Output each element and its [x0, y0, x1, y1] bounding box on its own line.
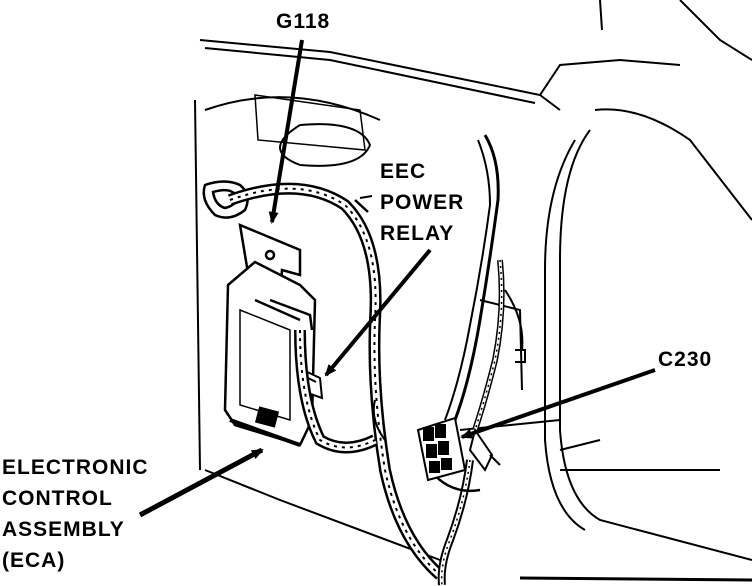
g118-label: G118 — [276, 6, 330, 37]
vehicle-body-outline — [194, 0, 752, 582]
eec-power-relay-label: EEC POWER RELAY — [380, 156, 464, 249]
eca-line-4: (ECA) — [2, 549, 66, 572]
c230-label: C230 — [658, 344, 712, 375]
eec-power-relay-line-2: POWER — [380, 191, 465, 214]
g118-leader-arrow — [268, 39, 304, 224]
eca-line-1: ELECTRONIC — [2, 456, 149, 479]
eca-line-2: CONTROL — [2, 487, 113, 510]
eec-power-relay-line-1: EEC — [380, 160, 427, 183]
g118-text: G118 — [276, 10, 331, 33]
eec-power-relay-line-3: RELAY — [380, 222, 455, 245]
eec-relay-leader-arrow — [324, 248, 432, 377]
main-wiring-harness — [227, 182, 445, 580]
eca-label: ELECTRONIC CONTROL ASSEMBLY (ECA) — [2, 452, 149, 576]
c230-leader-arrow — [460, 368, 656, 439]
c230-wiring — [429, 134, 505, 586]
c230-connector — [416, 416, 501, 482]
eca-leader-arrow — [138, 447, 264, 518]
eca-line-3: ASSEMBLY — [2, 518, 125, 541]
c230-text: C230 — [658, 348, 713, 371]
callout-arrows — [138, 39, 656, 518]
